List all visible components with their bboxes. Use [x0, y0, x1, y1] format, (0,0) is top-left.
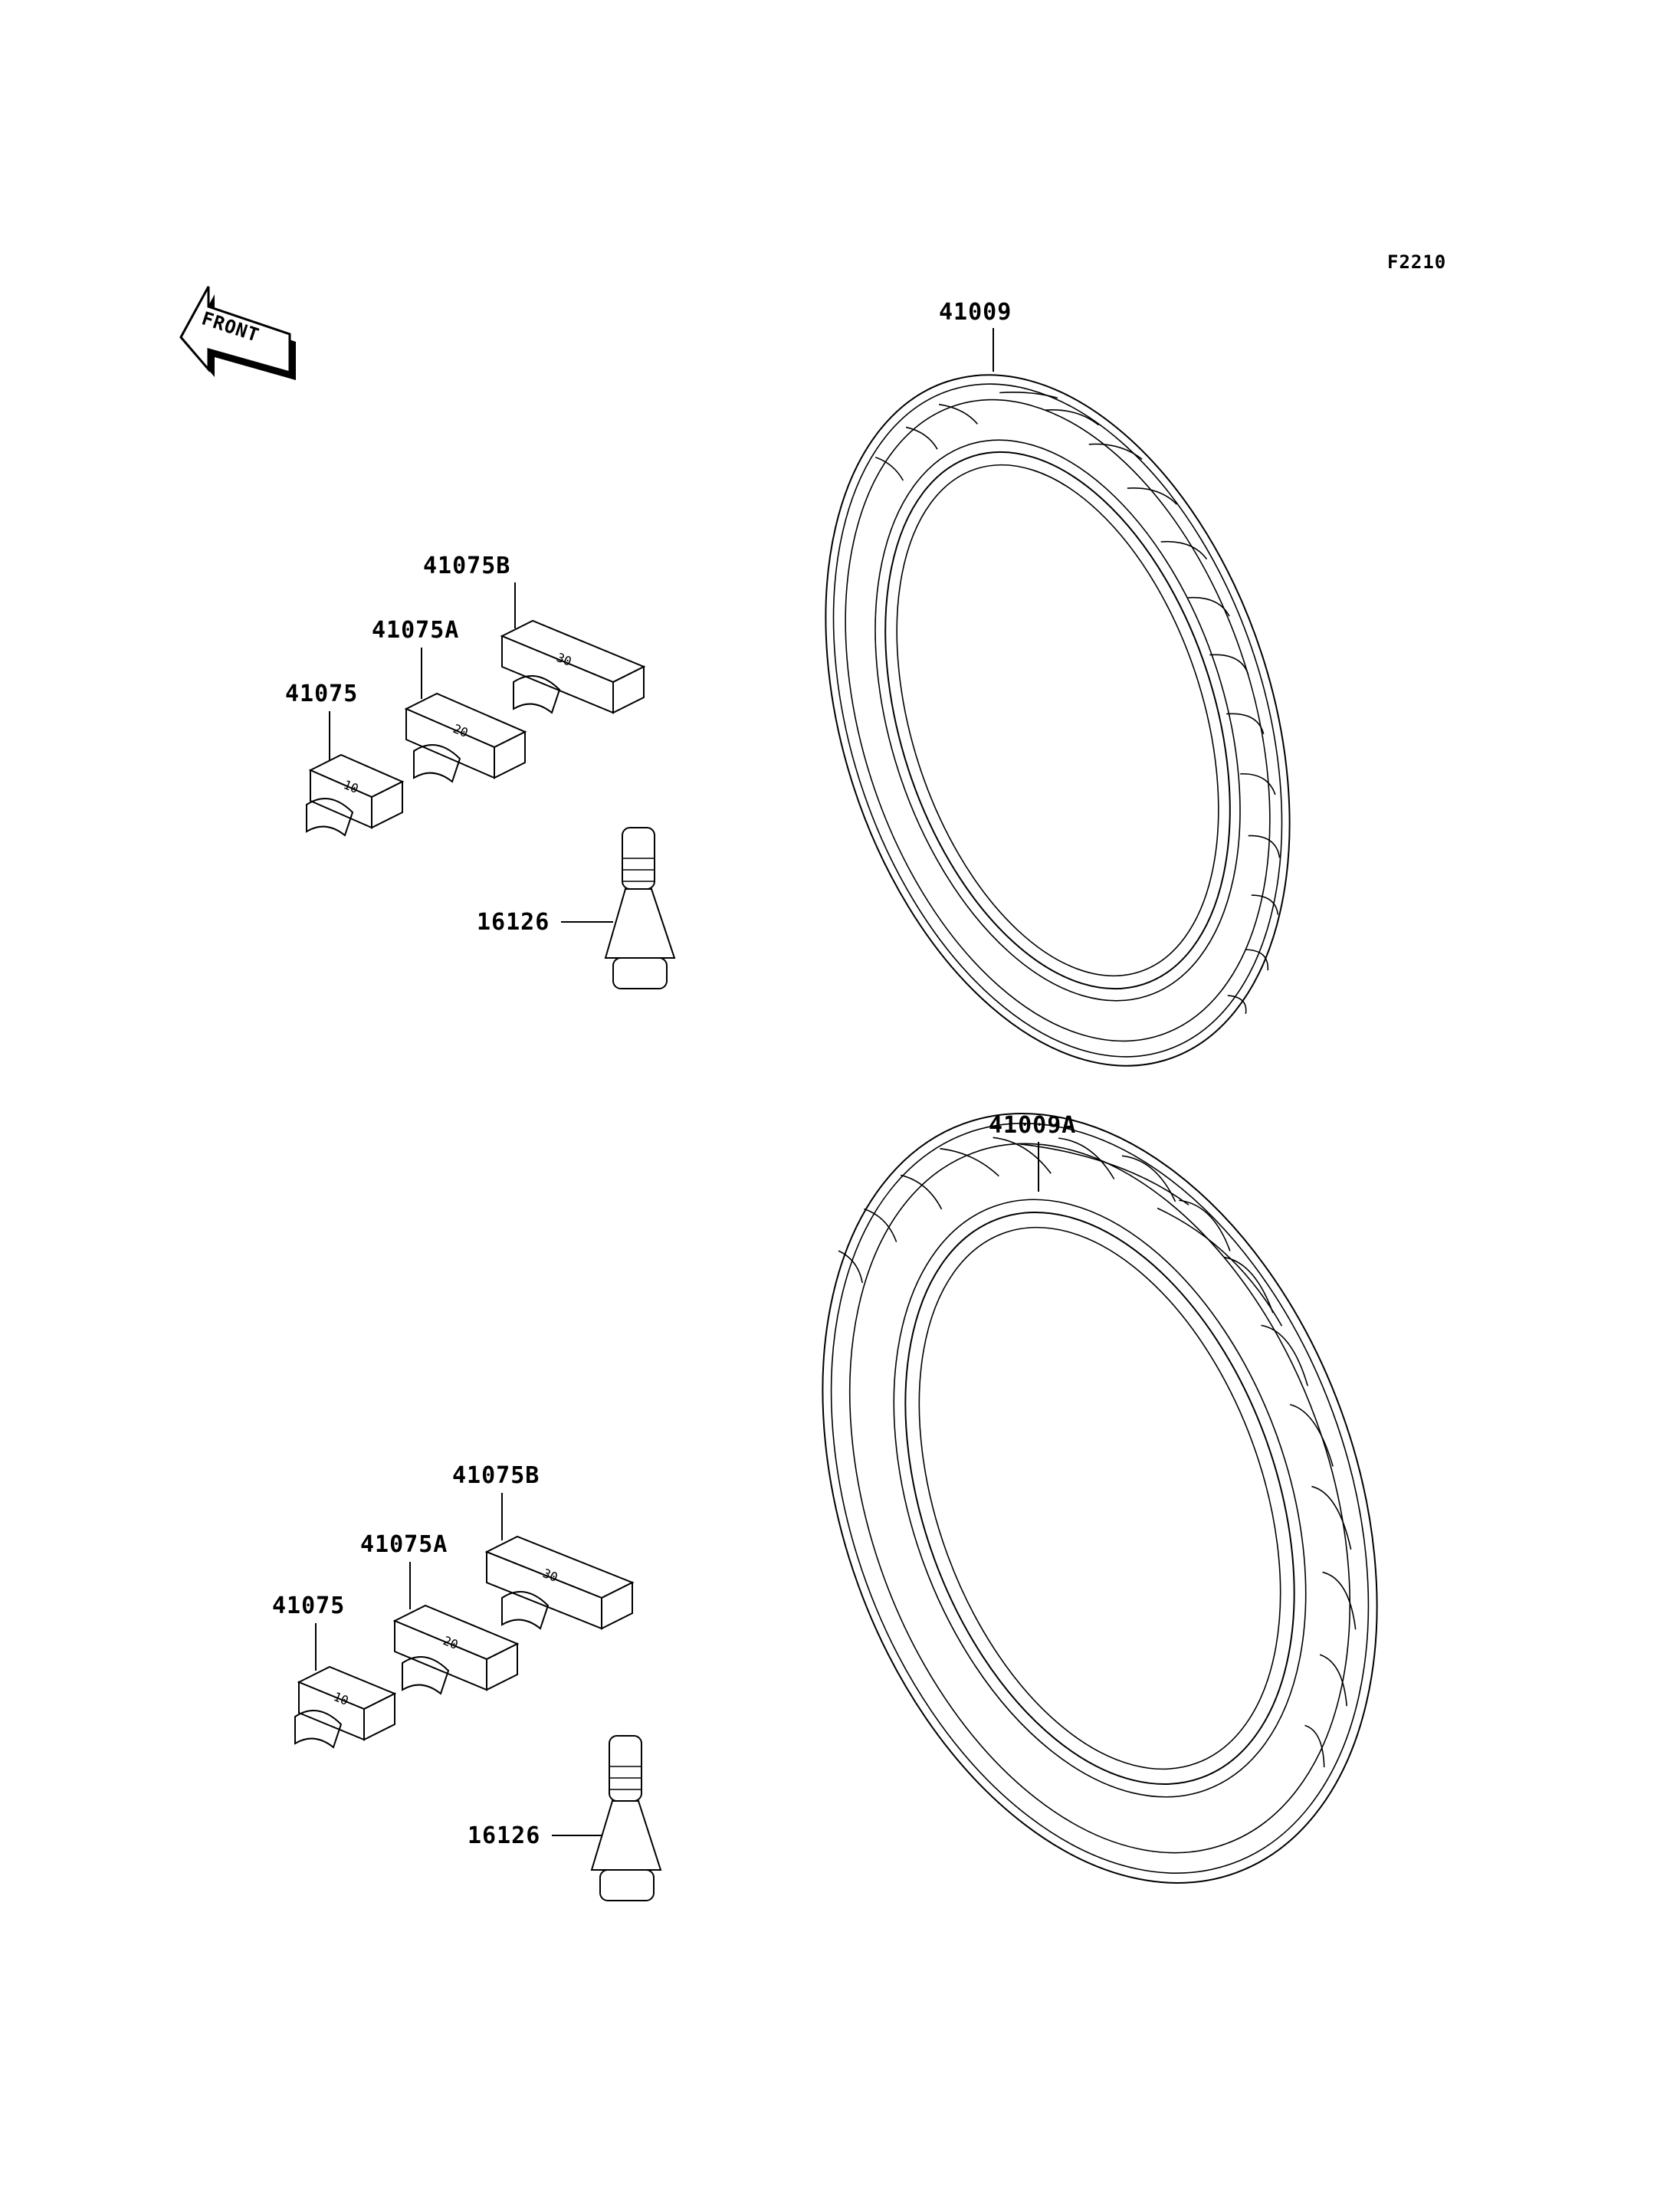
label-front-weight-30: 41075B	[423, 553, 510, 579]
front-tire	[825, 374, 1291, 1067]
rear-weight-30: 30	[484, 1535, 635, 1630]
front-arrow-icon: FRONT	[179, 286, 296, 380]
front-weight-10: 10	[306, 753, 405, 837]
rear-tire	[822, 1113, 1378, 1884]
label-front-weight-10: 41075	[285, 681, 358, 707]
front-weight-20: 20	[404, 692, 527, 783]
front-weight-30: 30	[500, 619, 646, 714]
rear-valve	[590, 1735, 662, 1901]
label-rear-valve: 16126	[468, 1822, 540, 1849]
label-front-valve: 16126	[477, 909, 550, 936]
label-rear-tire: 41009A	[989, 1112, 1076, 1139]
label-rear-weight-10: 41075	[272, 1593, 345, 1619]
front-valve	[604, 827, 676, 989]
label-front-tire: 41009	[939, 299, 1012, 326]
rear-weight-20: 20	[392, 1604, 520, 1695]
figure-code: F2210	[1387, 251, 1446, 273]
label-rear-weight-20: 41075A	[360, 1531, 448, 1558]
rear-weight-10: 10	[294, 1665, 397, 1749]
label-rear-weight-30: 41075B	[452, 1462, 540, 1489]
label-front-weight-20: 41075A	[372, 617, 459, 644]
